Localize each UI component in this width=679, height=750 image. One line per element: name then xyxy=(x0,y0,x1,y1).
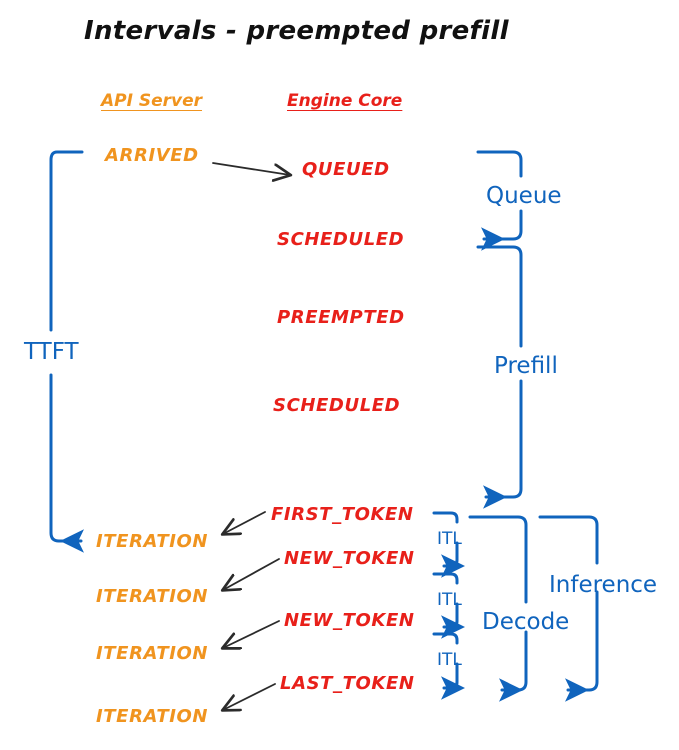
interval-bracket-decode xyxy=(468,515,528,702)
column-header-api-server: API Server xyxy=(101,91,203,111)
interval-bracket-inference xyxy=(538,515,599,702)
page-title: Intervals - preempted prefill xyxy=(84,16,509,46)
event-preempted: PREEMPTED xyxy=(277,307,405,328)
interval-label-decode: Decode xyxy=(482,609,570,635)
event-iteration-4: ITERATION xyxy=(96,706,209,727)
event-scheduled-2: SCHEDULED xyxy=(273,395,401,416)
interval-label-ttft: TTFT xyxy=(24,339,79,365)
event-arrived: ARRIVED xyxy=(105,145,199,166)
event-iteration-1: ITERATION xyxy=(96,531,209,552)
interval-label-itl-3: ITL xyxy=(437,650,462,670)
event-new-token-1: NEW_TOKEN xyxy=(284,548,415,569)
event-first-token: FIRST_TOKEN xyxy=(271,504,414,525)
transition-arrow-arrived-to-queued xyxy=(212,162,290,175)
column-header-engine-core: Engine Core xyxy=(287,91,403,111)
interval-label-queue: Queue xyxy=(486,183,562,209)
event-iteration-2: ITERATION xyxy=(96,586,209,607)
event-scheduled-1: SCHEDULED xyxy=(277,229,405,250)
transition-arrow-first-token xyxy=(223,511,266,534)
transition-arrow-last-token xyxy=(223,683,276,710)
event-last-token: LAST_TOKEN xyxy=(280,673,415,694)
transition-arrow-new-token-2 xyxy=(223,620,280,648)
interval-label-prefill: Prefill xyxy=(494,353,558,379)
interval-label-itl-1: ITL xyxy=(437,529,462,549)
event-queued: QUEUED xyxy=(302,159,390,180)
interval-label-inference: Inference xyxy=(549,572,658,598)
event-new-token-2: NEW_TOKEN xyxy=(284,610,415,631)
interval-label-itl-2: ITL xyxy=(437,590,462,610)
transition-arrow-new-token-1 xyxy=(223,558,280,590)
event-iteration-3: ITERATION xyxy=(96,643,209,664)
